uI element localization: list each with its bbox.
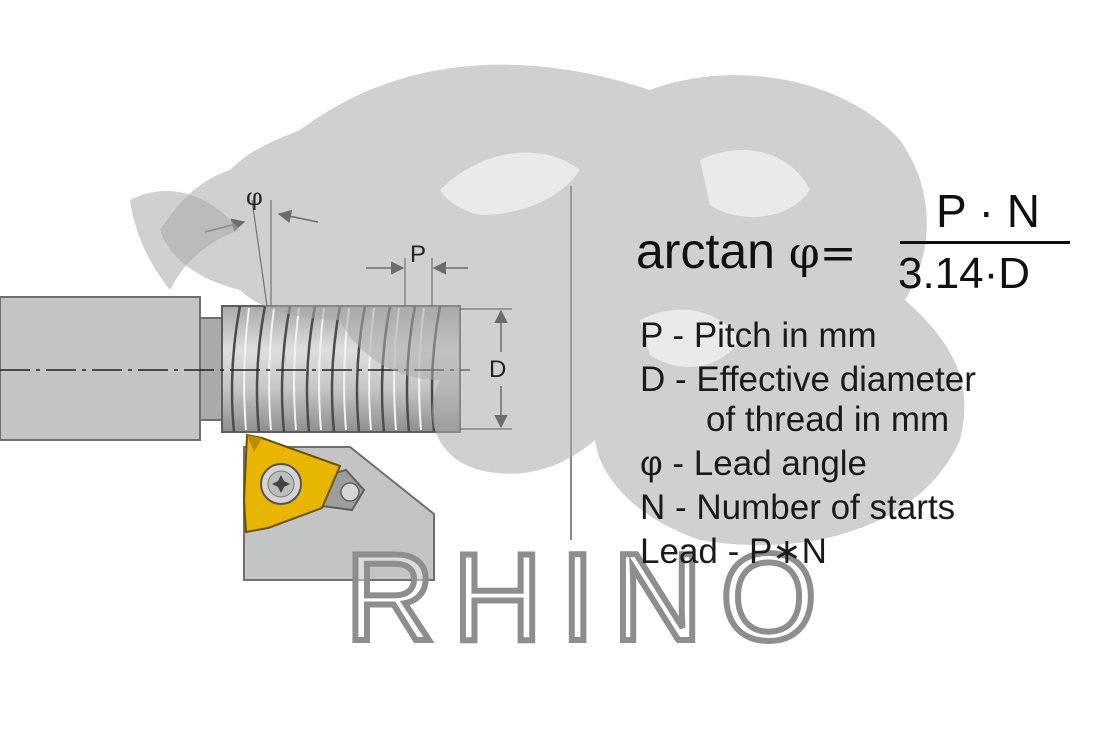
screw-torx-icon (272, 475, 290, 493)
phi-label: φ (246, 183, 263, 211)
legend-pitch: P - Pitch in mm (640, 316, 877, 355)
legend-diameter: D - Effective diameter (640, 360, 976, 399)
legend-starts: N - Number of starts (640, 488, 956, 527)
clamp-pin (340, 482, 360, 502)
legend-diameter-cont: of thread in mm (706, 400, 950, 439)
insert-tip (247, 435, 262, 452)
formula-denominator: 3.14·D (898, 249, 1031, 298)
formula-fraction-bar (900, 241, 1070, 244)
pitch-label: P (410, 241, 427, 268)
legend-lead: Lead - P∗N (640, 532, 827, 571)
diameter-label: D (489, 356, 507, 383)
legend: P - Pitch in mm D - Effective diameter o… (640, 314, 976, 574)
formula-phi-equals: φ= (788, 228, 857, 279)
workpiece-body (0, 296, 201, 441)
legend-lead-angle: φ - Lead angle (640, 444, 868, 483)
workpiece-neck (199, 317, 223, 421)
formula-func: arctan (636, 223, 775, 279)
formula-numerator: P · N (936, 185, 1040, 237)
formula-lhs: arctan φ= (636, 226, 857, 276)
watermark-rhino-highlights (440, 150, 810, 367)
watermark-text: RHINO (345, 529, 835, 667)
